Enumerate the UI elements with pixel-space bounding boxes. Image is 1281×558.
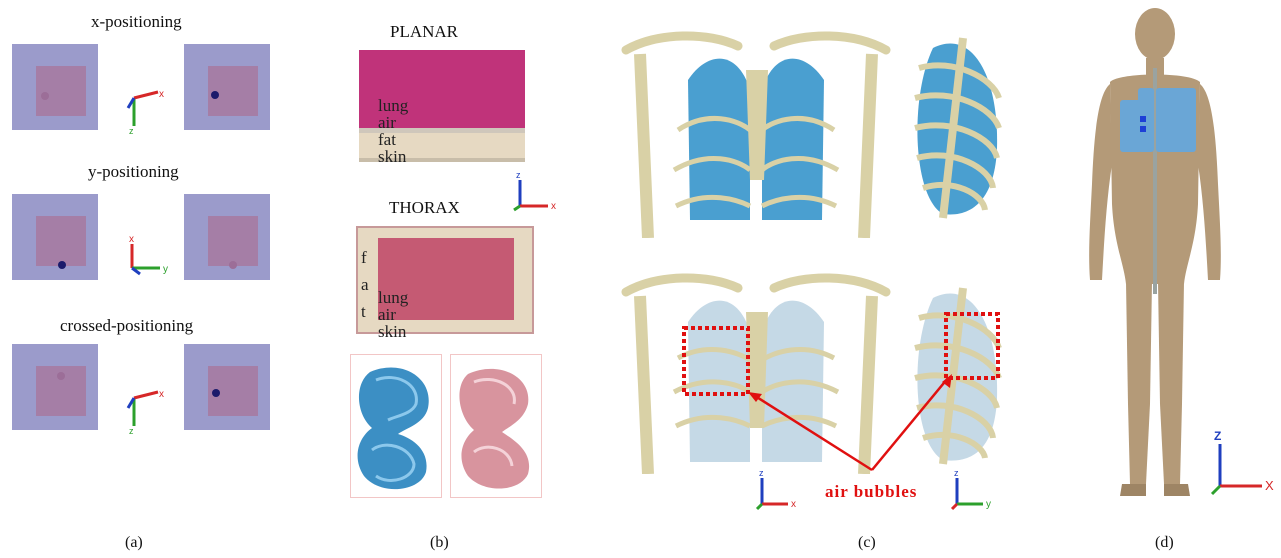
caption-d: (d): [1155, 534, 1174, 552]
thorax-fat-letter-a: a: [361, 277, 369, 293]
tumor-region: [36, 66, 86, 116]
thorax-label-lung: lung: [378, 290, 408, 306]
marker-dot: [229, 261, 237, 269]
axis-label-h: X: [1265, 478, 1274, 493]
planar-label-air: air: [378, 115, 396, 131]
air-bubble-box-right: [946, 314, 998, 378]
axis-triad-c-left: z x: [750, 466, 810, 512]
axis-label-h: y: [986, 499, 991, 510]
lung-render-pink: [450, 354, 542, 498]
crossed-positioning-title: crossed-positioning: [60, 316, 193, 336]
axis-triad-planar: z x: [506, 168, 566, 214]
caption-b: (b): [430, 534, 449, 552]
axis-label-v: z: [759, 468, 764, 478]
thorax-label-skin: skin: [378, 324, 406, 340]
axis-label-h: y: [163, 264, 168, 275]
thorax-title: THORAX: [389, 198, 460, 218]
axis-label-v: Z: [1214, 429, 1221, 443]
skeleton-lateral-view: [903, 18, 1013, 230]
axis-label-v: z: [129, 426, 134, 434]
thorax-fat-letter-f: f: [361, 250, 367, 266]
skeleton-anterior-view: [618, 10, 894, 238]
axis-label-v: z: [516, 170, 521, 180]
x-positioning-title: x-positioning: [91, 12, 182, 32]
axis-label-v: z: [954, 468, 959, 478]
axis-label-h: x: [159, 389, 164, 400]
marker-dot: [58, 261, 66, 269]
axis-triad-yx: x y: [120, 232, 180, 282]
axis-triad-d: Z X: [1206, 426, 1278, 500]
phantom-square-left: [12, 44, 98, 130]
phantom-square-right: [184, 344, 270, 430]
axis-triad-xz: x z: [120, 78, 180, 134]
air-bubble-box-left: [684, 328, 748, 394]
phantom-square-left: [12, 194, 98, 280]
marker-dot: [211, 91, 219, 99]
axis-triad-c-right: z y: [945, 466, 1005, 512]
planar-label-skin: skin: [378, 149, 406, 165]
air-bubble-annotations: [600, 300, 1020, 490]
planar-label-fat: fat: [378, 132, 396, 148]
planar-title: PLANAR: [390, 22, 458, 42]
caption-c: (c): [858, 534, 876, 552]
axis-label-v: x: [129, 234, 134, 245]
axis-label-h: x: [791, 499, 796, 510]
thorax-lung: [378, 238, 514, 320]
marker-dot: [212, 389, 220, 397]
tumor-region: [208, 216, 258, 266]
planar-label-lung: lung: [378, 98, 408, 114]
marker-dot: [57, 372, 65, 380]
y-positioning-title: y-positioning: [88, 162, 179, 182]
phantom-square-left: [12, 344, 98, 430]
axis-label-h: x: [551, 201, 556, 212]
axis-triad-xz-2: x z: [120, 378, 180, 434]
phantom-square-right: [184, 44, 270, 130]
air-bubbles-label: air bubbles: [825, 482, 917, 502]
axis-label-h: x: [159, 89, 164, 100]
lung-render-blue: [350, 354, 442, 498]
caption-a: (a): [125, 534, 143, 552]
thorax-label-air: air: [378, 307, 396, 323]
axis-label-v: z: [129, 126, 134, 134]
thorax-fat-letter-t: t: [361, 304, 366, 320]
tumor-region: [36, 216, 86, 266]
phantom-square-right: [184, 194, 270, 280]
marker-dot: [41, 92, 49, 100]
